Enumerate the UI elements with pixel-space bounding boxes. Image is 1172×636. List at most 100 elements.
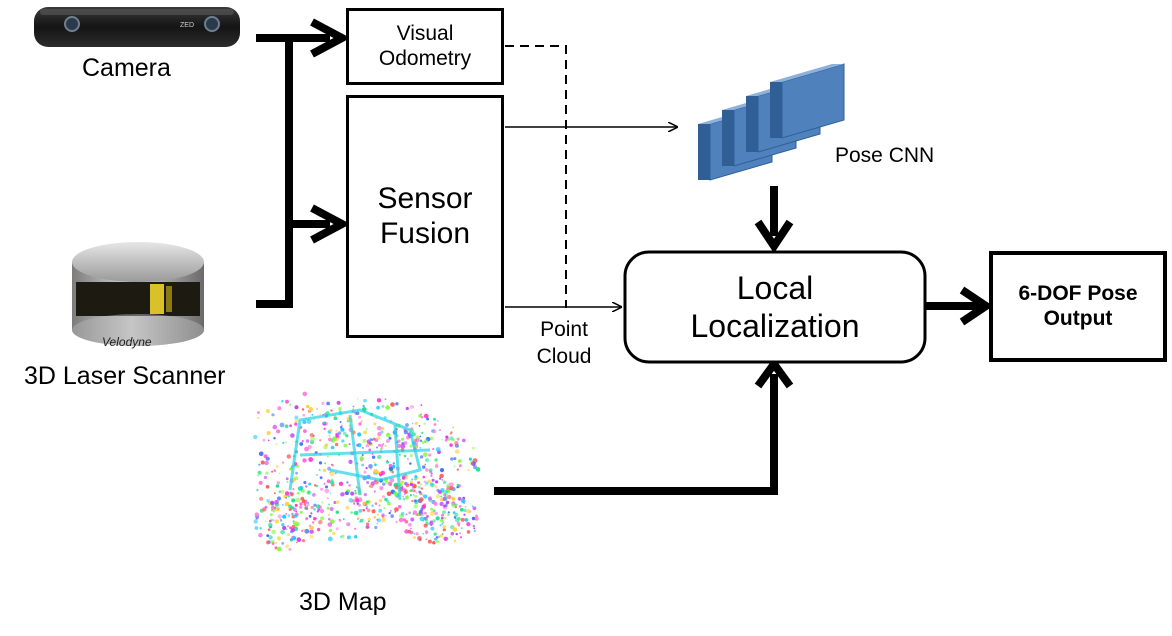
- map-point: [371, 509, 376, 514]
- map-point: [277, 546, 282, 552]
- cnn-layer-top: [770, 64, 844, 82]
- map-point: [401, 481, 403, 483]
- map-point: [415, 492, 418, 494]
- map-point: [304, 505, 308, 509]
- map-point: [289, 526, 292, 530]
- map-point: [335, 500, 340, 505]
- map-point: [258, 463, 261, 466]
- map-point: [366, 505, 369, 508]
- map-point: [269, 513, 273, 516]
- map-point: [281, 400, 284, 403]
- map-point: [319, 508, 324, 514]
- map-point: [427, 479, 431, 484]
- map-point: [362, 508, 366, 512]
- map-point: [296, 541, 298, 544]
- map-point: [335, 429, 338, 432]
- map-point: [387, 501, 391, 506]
- map-point: [460, 517, 465, 522]
- map-point: [273, 437, 276, 440]
- map-point: [390, 514, 395, 518]
- map-point: [381, 427, 385, 430]
- map-point: [422, 452, 428, 457]
- map-point: [421, 441, 425, 444]
- map-point: [293, 514, 298, 518]
- map-point: [271, 470, 274, 473]
- map-point: [420, 416, 424, 419]
- odometry-dashed-connector: [505, 45, 567, 308]
- lidar-brand-text: Velodyne: [102, 335, 152, 349]
- map-point: [280, 529, 285, 535]
- map-point: [371, 455, 376, 459]
- map-point: [466, 522, 471, 527]
- map-point: [427, 539, 432, 544]
- map-point: [329, 506, 334, 512]
- map-point: [357, 432, 362, 437]
- arrow-localization-to-output-head: [959, 286, 994, 326]
- map-point: [302, 413, 306, 417]
- map-point: [274, 519, 279, 524]
- map-point: [291, 524, 296, 529]
- map-point: [429, 511, 435, 516]
- map-point: [377, 432, 382, 437]
- map-point: [376, 522, 379, 525]
- map-point: [400, 511, 405, 516]
- map-point: [270, 539, 275, 544]
- map-point: [294, 415, 299, 420]
- map-point: [432, 541, 436, 545]
- map-point: [299, 442, 304, 446]
- map-point: [290, 433, 295, 438]
- map-point: [302, 420, 307, 424]
- map-point: [318, 520, 323, 525]
- map-point: [340, 535, 342, 538]
- map-point: [443, 490, 448, 495]
- map-point: [340, 427, 345, 432]
- map-point: [346, 535, 351, 540]
- map-point: [418, 500, 421, 503]
- map-point: [329, 471, 335, 477]
- map-point: [468, 457, 472, 461]
- map-point: [424, 439, 429, 444]
- map-point: [324, 443, 329, 447]
- map-point: [289, 403, 292, 406]
- map-point: [305, 485, 308, 488]
- local-localization-box-outline: [623, 250, 927, 364]
- map-point: [353, 510, 359, 516]
- map-point: [379, 444, 384, 448]
- map-point: [469, 511, 472, 513]
- map-point: [327, 522, 333, 527]
- map-point: [456, 486, 459, 489]
- map-point: [334, 472, 337, 475]
- pose-output-line2: Output: [1043, 306, 1113, 330]
- map-point: [378, 498, 383, 503]
- map-point: [270, 505, 275, 510]
- map-point: [363, 430, 368, 435]
- map-point: [424, 484, 427, 487]
- map-point: [310, 512, 313, 515]
- map-point: [419, 446, 422, 449]
- map-point: [374, 463, 377, 467]
- map-point: [258, 533, 263, 538]
- map-point: [436, 488, 440, 492]
- map-point: [302, 528, 305, 531]
- map-point: [265, 540, 270, 545]
- map-point: [467, 469, 470, 471]
- local-localization-line1: Local: [736, 269, 814, 306]
- map-point: [440, 438, 443, 441]
- map-point: [449, 536, 452, 539]
- map-point: [345, 434, 349, 438]
- map-point: [254, 526, 259, 530]
- map-point: [389, 509, 392, 512]
- map-point: [291, 498, 296, 503]
- map-point: [274, 499, 279, 505]
- map-point: [453, 457, 457, 461]
- map-point: [374, 480, 379, 485]
- map-point: [376, 436, 381, 440]
- map-point: [323, 421, 326, 425]
- map-point: [435, 480, 439, 484]
- map-point: [413, 504, 418, 509]
- map-point: [402, 488, 407, 493]
- map-point: [258, 451, 264, 457]
- map-point: [301, 408, 305, 411]
- map-point: [366, 500, 369, 504]
- map-point: [441, 513, 445, 517]
